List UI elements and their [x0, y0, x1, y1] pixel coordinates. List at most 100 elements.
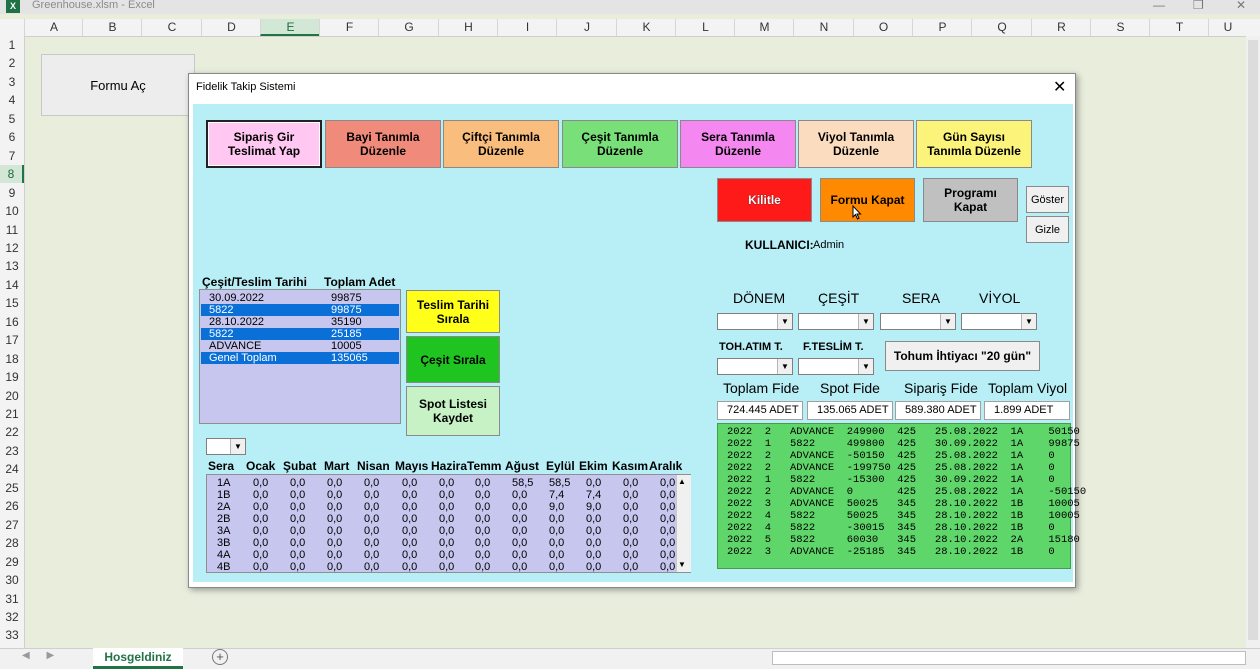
- cesit-sirala-button[interactable]: Çeşit Sırala: [406, 336, 500, 383]
- chevron-down-icon[interactable]: ▼: [230, 439, 245, 454]
- row-header-32[interactable]: 32: [5, 609, 19, 624]
- chevron-down-icon[interactable]: ▼: [777, 314, 792, 329]
- row-header-24[interactable]: 24: [5, 462, 19, 477]
- order-list-item[interactable]: 2022 3 ADVANCE 50025 345 28.10.2022 1B 1…: [727, 498, 1080, 510]
- sera-combo[interactable]: ▼: [880, 313, 956, 330]
- gizle-button[interactable]: Gizle: [1026, 216, 1069, 243]
- scroll-down-icon[interactable]: ▼: [678, 560, 686, 569]
- row-header-15[interactable]: 15: [5, 296, 19, 311]
- chevron-down-icon[interactable]: ▼: [858, 314, 873, 329]
- row-header-3[interactable]: 3: [8, 74, 16, 89]
- add-sheet-icon[interactable]: +: [212, 649, 228, 665]
- tohum-ihtiyaci-button[interactable]: Tohum İhtiyacı "20 gün": [885, 341, 1040, 371]
- row-header-14[interactable]: 14: [5, 277, 19, 292]
- chevron-down-icon[interactable]: ▼: [1021, 314, 1036, 329]
- row-header-20[interactable]: 20: [5, 388, 19, 403]
- row-header-5[interactable]: 5: [8, 111, 16, 126]
- viyol-combo[interactable]: ▼: [961, 313, 1037, 330]
- column-header-l[interactable]: L: [675, 19, 735, 36]
- order-list-item[interactable]: 2022 2 ADVANCE -50150 425 25.08.2022 1A …: [727, 450, 1055, 462]
- column-header-i[interactable]: I: [497, 19, 557, 36]
- row-header-1[interactable]: 1: [8, 38, 16, 52]
- siparis-fide-value[interactable]: 589.380 ADET: [895, 401, 981, 420]
- goster-button[interactable]: Göster: [1026, 186, 1069, 213]
- column-header-k[interactable]: K: [616, 19, 676, 36]
- row-header-2[interactable]: 2: [8, 56, 16, 71]
- order-list-item[interactable]: 2022 1 5822 -15300 425 30.09.2022 1A 0: [727, 474, 1055, 486]
- row-header-7[interactable]: 7: [8, 148, 16, 163]
- sheet-horizontal-scrollbar[interactable]: [772, 651, 1246, 665]
- order-list-item[interactable]: 2022 3 ADVANCE -25185 345 28.10.2022 1B …: [727, 546, 1055, 558]
- cesit-combo[interactable]: ▼: [798, 313, 874, 330]
- column-header-r[interactable]: R: [1031, 19, 1091, 36]
- row-header-25[interactable]: 25: [5, 480, 19, 495]
- chevron-down-icon[interactable]: ▼: [858, 359, 873, 374]
- column-header-p[interactable]: P: [912, 19, 972, 36]
- row-header-6[interactable]: 6: [8, 130, 16, 145]
- row-header-19[interactable]: 19: [5, 370, 19, 385]
- spot-listesi-kaydet-button[interactable]: Spot Listesi Kaydet: [406, 386, 500, 436]
- column-header-a[interactable]: A: [24, 19, 83, 36]
- viyol-tanimla-button[interactable]: Viyol Tanımla Düzenle: [798, 120, 914, 168]
- cesit-tanimla-button[interactable]: Çeşit Tanımla Düzenle: [562, 120, 678, 168]
- monthly-scrollbar[interactable]: [676, 475, 691, 572]
- column-header-s[interactable]: S: [1090, 19, 1150, 36]
- row-header-12[interactable]: 12: [5, 240, 19, 255]
- spot-fide-value[interactable]: 135.065 ADET: [807, 401, 893, 420]
- column-header-g[interactable]: G: [378, 19, 439, 36]
- column-header-q[interactable]: Q: [971, 19, 1032, 36]
- row-header-33[interactable]: 33: [5, 628, 19, 643]
- kilitle-button[interactable]: Kilitle: [717, 178, 812, 222]
- column-header-m[interactable]: M: [734, 19, 794, 36]
- row-header-4[interactable]: 4: [8, 93, 16, 108]
- ciftci-tanimla-button[interactable]: Çiftçi Tanımla Düzenle: [443, 120, 559, 168]
- row-header-10[interactable]: 10: [5, 204, 19, 219]
- row-header-28[interactable]: 28: [5, 536, 19, 551]
- row-header-8[interactable]: 8: [0, 165, 24, 184]
- column-header-j[interactable]: J: [556, 19, 617, 36]
- teslim-tarihi-sirala-button[interactable]: Teslim Tarihi Sırala: [406, 290, 500, 333]
- scroll-up-icon[interactable]: ▲: [678, 477, 686, 486]
- column-header-n[interactable]: N: [793, 19, 854, 36]
- column-header-h[interactable]: H: [438, 19, 498, 36]
- row-header-11[interactable]: 11: [5, 222, 19, 237]
- toplam-fide-value[interactable]: 724.445 ADET: [717, 401, 803, 420]
- formu-kapat-button[interactable]: Formu Kapat: [820, 178, 915, 222]
- order-list-item[interactable]: 2022 4 5822 -30015 345 28.10.2022 1B 0: [727, 522, 1055, 534]
- column-header-e[interactable]: E: [260, 19, 320, 36]
- row-header-17[interactable]: 17: [5, 333, 19, 348]
- order-list-item[interactable]: 2022 2 ADVANCE 249900 425 25.08.2022 1A …: [727, 426, 1080, 438]
- row-header-26[interactable]: 26: [5, 499, 19, 514]
- column-header-b[interactable]: B: [82, 19, 142, 36]
- close-window-icon[interactable]: ✕: [1236, 0, 1247, 12]
- row-header-22[interactable]: 22: [5, 425, 19, 440]
- row-header-16[interactable]: 16: [5, 314, 19, 329]
- order-list-item[interactable]: 2022 2 ADVANCE 0 425 25.08.2022 1A -5015…: [727, 486, 1087, 498]
- form-ac-button[interactable]: Formu Aç: [41, 54, 195, 116]
- sheet-tab-hosgeldiniz[interactable]: Hosgeldiniz: [93, 648, 183, 669]
- row-header-23[interactable]: 23: [5, 443, 19, 458]
- chevron-down-icon[interactable]: ▼: [777, 359, 792, 374]
- row-header-9[interactable]: 9: [8, 185, 16, 200]
- nav-prev-icon[interactable]: ◀: [22, 650, 30, 661]
- sheet-nav-arrows[interactable]: ◀ ▶: [22, 650, 54, 661]
- order-list-item[interactable]: 2022 4 5822 50025 345 28.10.2022 1B 1000…: [727, 510, 1080, 522]
- sheet-vertical-scroll-thumb[interactable]: [1248, 40, 1258, 640]
- sera-tanimla-button[interactable]: Sera Tanımla Düzenle: [680, 120, 796, 168]
- row-header-29[interactable]: 29: [5, 554, 19, 569]
- sera-filter-combo[interactable]: ▼: [206, 438, 246, 455]
- column-header-f[interactable]: F: [319, 19, 379, 36]
